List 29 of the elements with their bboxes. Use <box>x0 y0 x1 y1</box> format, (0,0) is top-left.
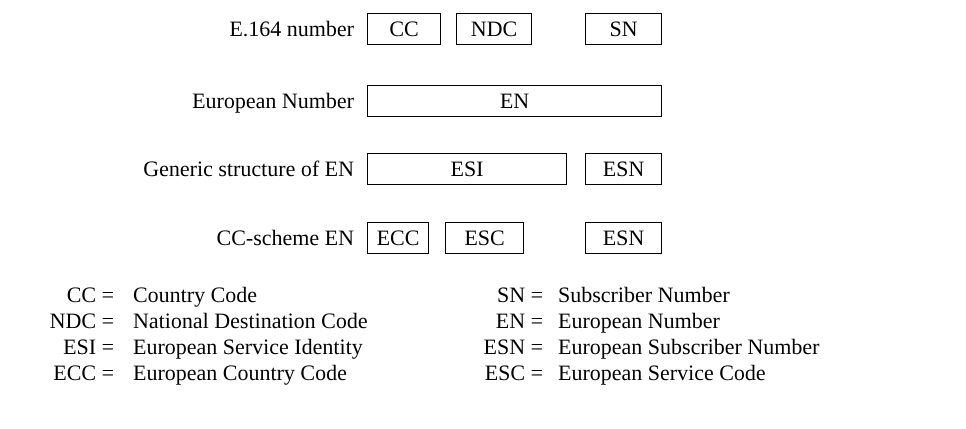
row-label: CC-scheme EN <box>216 225 354 251</box>
code-box: NDC <box>456 13 532 45</box>
abbreviation-meaning: Subscriber Number <box>558 282 730 308</box>
abbreviation-meaning: European Service Code <box>558 360 766 386</box>
code-box: ESI <box>367 153 567 185</box>
code-box: ESN <box>585 153 662 185</box>
abbreviation: NDC = <box>50 308 114 334</box>
abbreviation: ECC = <box>53 360 114 386</box>
code-box: CC <box>367 13 441 45</box>
abbreviation-meaning: National Destination Code <box>133 308 368 334</box>
row-label: E.164 number <box>229 16 354 42</box>
abbreviation-meaning: Country Code <box>133 282 258 308</box>
abbreviation: CC = <box>66 282 114 308</box>
abbreviation: SN = <box>496 282 543 308</box>
code-box: ESC <box>445 222 524 254</box>
code-box: ESN <box>585 222 662 254</box>
code-box: SN <box>585 13 662 45</box>
code-box: EN <box>367 85 662 117</box>
abbreviation: ESC = <box>484 360 543 386</box>
abbreviation-meaning: European Subscriber Number <box>558 334 820 360</box>
abbreviation-meaning: European Service Identity <box>133 334 363 360</box>
abbreviation-meaning: European Number <box>558 308 720 334</box>
row-label: European Number <box>192 88 354 114</box>
abbreviation: EN = <box>496 308 543 334</box>
code-box: ECC <box>367 222 429 254</box>
abbreviation: ESN = <box>484 334 543 360</box>
abbreviation-meaning: European Country Code <box>133 360 347 386</box>
row-label: Generic structure of EN <box>143 156 354 182</box>
abbreviation: ESI = <box>63 334 114 360</box>
